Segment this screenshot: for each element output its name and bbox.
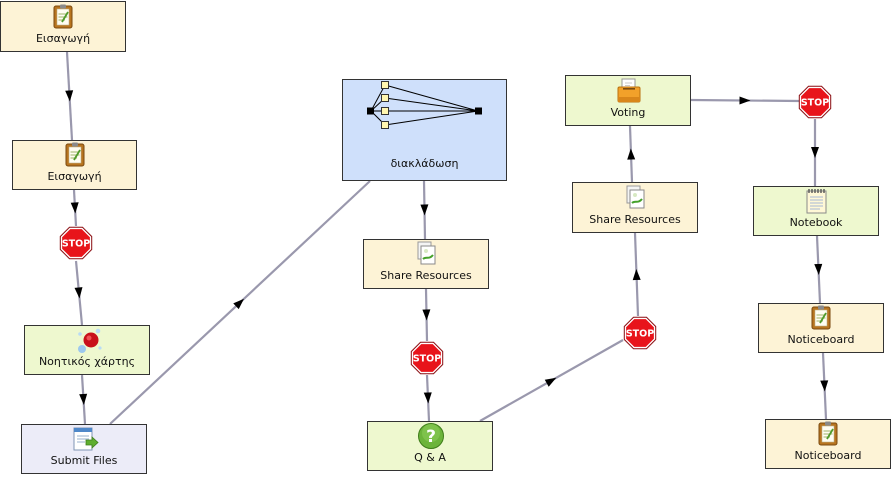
activity-label: Share Resources: [589, 213, 681, 226]
transition-arrowhead-12: [739, 96, 751, 105]
transition-arrowhead-3: [74, 287, 83, 299]
activity-label: διακλάδωση: [390, 157, 459, 170]
activity-label: Noticeboard: [794, 449, 862, 462]
share-resources-icon: [622, 184, 648, 210]
stop-sign-fill: [413, 344, 441, 372]
transition-arrowhead-5: [233, 298, 245, 310]
activity-noticeboard-2[interactable]: Noticeboard: [765, 419, 891, 469]
transition-arrowhead-1: [65, 90, 74, 102]
activity-notebook[interactable]: Notebook: [753, 186, 879, 236]
activity-label: Εισαγωγή: [47, 170, 102, 183]
ballot-box-icon: [615, 77, 641, 103]
transition-arrowhead-7: [422, 309, 431, 321]
clipboard-icon: [62, 141, 88, 167]
activity-label: Εισαγωγή: [35, 32, 91, 45]
activity-intro-2[interactable]: Εισαγωγή: [12, 140, 137, 190]
transition-arrowhead-9: [544, 377, 557, 387]
activity-label: Noticeboard: [787, 333, 855, 346]
activity-label: Notebook: [789, 216, 843, 229]
stop-label: STOP: [801, 98, 829, 109]
transition-arrowhead-13: [811, 147, 819, 158]
activity-mindmap[interactable]: Νοητικός χάρτης: [24, 325, 150, 375]
submit-files-icon: [71, 425, 99, 451]
stop-gate-1[interactable]: STOP: [58, 225, 94, 261]
clipboard-icon: [808, 304, 834, 330]
stop-label: STOP: [62, 239, 90, 250]
transition-arrowhead-2: [70, 202, 79, 214]
activity-intro-1[interactable]: Εισαγωγή: [0, 1, 126, 52]
activity-share-resources-2[interactable]: Share Resources: [572, 182, 698, 233]
activity-label: Share Resources: [380, 269, 472, 282]
activity-q-and-a[interactable]: ? Q & A: [367, 421, 493, 471]
question-icon: ?: [417, 422, 444, 449]
bubbles-icon: [74, 326, 102, 353]
svg-text:?: ?: [426, 427, 436, 447]
stop-gate-3[interactable]: STOP: [622, 315, 658, 351]
activity-share-resources-1[interactable]: Share Resources: [363, 239, 489, 289]
stop-gate-2[interactable]: STOP: [409, 340, 445, 376]
transition-arrowhead-11: [627, 148, 636, 160]
activity-label: Submit Files: [50, 454, 118, 467]
transition-arrowhead-10: [632, 269, 641, 281]
branching-icon: [365, 80, 487, 140]
activity-label: Νοητικός χάρτης: [38, 355, 136, 368]
activity-label: Voting: [610, 106, 646, 119]
activity-label: Q & A: [414, 451, 446, 464]
activity-voting[interactable]: Voting: [565, 75, 691, 126]
stop-label: STOP: [626, 329, 654, 340]
clipboard-icon: [815, 420, 841, 446]
stop-gate-4[interactable]: STOP: [797, 84, 833, 120]
activity-submit-files[interactable]: Submit Files: [21, 424, 147, 474]
notebook-icon: [803, 187, 829, 214]
share-resources-icon: [413, 240, 439, 266]
transition-arrowhead-6: [420, 204, 429, 216]
transition-arrowhead-8: [423, 392, 432, 404]
stop-label: STOP: [413, 354, 441, 365]
activity-noticeboard-1[interactable]: Noticeboard: [758, 303, 884, 353]
stop-sign-fill: [62, 229, 90, 257]
stop-sign-fill: [801, 88, 829, 116]
transition-arrowhead-14: [814, 263, 823, 275]
transition-arrows: [65, 90, 829, 405]
transition-arrowhead-4: [79, 393, 88, 405]
stop-sign-fill: [626, 319, 654, 347]
clipboard-icon: [50, 3, 76, 29]
activity-branching[interactable]: διακλάδωση: [342, 79, 507, 181]
transition-arrowhead-15: [820, 380, 829, 392]
